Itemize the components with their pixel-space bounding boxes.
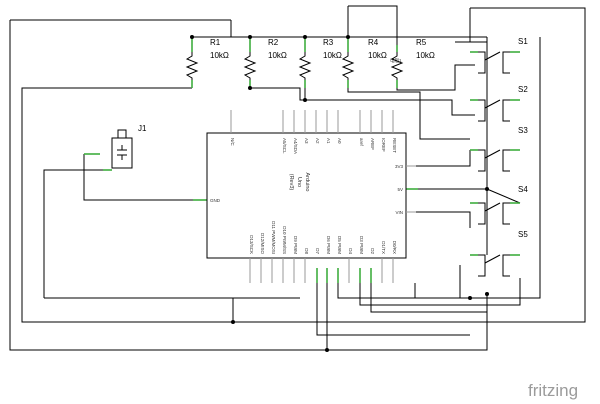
connector-label: J1 xyxy=(138,124,147,133)
resistor-value: 10kΩ xyxy=(323,51,342,60)
resistor-ref: R4 xyxy=(368,38,379,47)
switch-label: S5 xyxy=(518,230,528,239)
switch-label: S2 xyxy=(518,85,528,94)
resistor-value: 10kΩ xyxy=(368,51,387,60)
resistor-r5: R5 10kΩ xyxy=(390,38,435,80)
pin-label: A1 xyxy=(326,138,331,144)
pin-label: 5V xyxy=(397,187,403,192)
switch-s2: S2 xyxy=(478,85,528,122)
pin-label: D5 PWM xyxy=(337,236,342,254)
pin-label: D8 xyxy=(304,248,309,254)
fritzing-logo: fritzing xyxy=(528,381,578,400)
pin-label: D12/MISO xyxy=(260,233,265,255)
pin-label: D1/TX xyxy=(381,241,386,254)
pin-label: D11 PWM/MOSI xyxy=(271,221,276,254)
pin-label: N/C xyxy=(230,138,235,147)
resistor-ref: R2 xyxy=(268,38,279,47)
pin-label: RESET xyxy=(392,138,397,153)
arduino-rev: (Rev3) xyxy=(288,174,294,191)
arduino-model: Uno xyxy=(296,177,302,187)
pin-label: IOREF xyxy=(381,138,386,152)
arduino-right-pins: 3V3 5V VIN xyxy=(395,164,416,215)
resistor-ref: R5 xyxy=(416,38,427,47)
pin-label: D0/RX xyxy=(392,241,397,254)
junction-dots xyxy=(190,35,489,352)
resistor-r1: R1 10kΩ xyxy=(185,38,229,80)
pin-label: A0 xyxy=(337,138,342,144)
switch-s1: S1 xyxy=(478,37,528,74)
pin-label: AREF xyxy=(370,138,375,150)
resistor-r3: R3 10kΩ xyxy=(298,38,342,80)
pin-label: aref xyxy=(359,138,364,147)
resistor-value: 10kΩ xyxy=(210,51,229,60)
pin-label: D4 xyxy=(348,248,353,254)
pin-label: 3V3 xyxy=(395,164,404,169)
pin-label: D3 PWM xyxy=(359,236,364,254)
switch-label: S1 xyxy=(518,37,528,46)
switch-s3: S3 xyxy=(478,126,528,172)
resistor-ref: R1 xyxy=(210,38,221,47)
pin-label: A4/SDA xyxy=(293,138,298,154)
pin-label: D2 xyxy=(370,248,375,254)
pin-label: D9 PWM xyxy=(293,236,298,254)
pin-label: D13/SCK xyxy=(249,235,254,254)
switch-label: S4 xyxy=(518,185,528,194)
switch-s5: S5 xyxy=(478,230,528,277)
arduino-left-pins: GND xyxy=(210,198,221,203)
pin-label: A2 xyxy=(315,138,320,144)
resistor-value: 10kΩ xyxy=(268,51,287,60)
resistor-ref: R3 xyxy=(323,38,334,47)
connector-j1: J1 xyxy=(111,124,147,169)
resistor-value: 10kΩ xyxy=(416,51,435,60)
pin-label: D6 PWM xyxy=(326,236,331,254)
pin-label: A5/SCL xyxy=(282,138,287,154)
pin-label: VIN xyxy=(395,210,403,215)
pin-label: GND xyxy=(210,198,221,203)
arduino-bottom-pins: D13/SCK D12/MISO D11 PWM/MOSI D10 PWM/SS… xyxy=(249,221,397,283)
pin-label: D7 xyxy=(315,248,320,254)
pin-label: D10 PWM/SS xyxy=(282,226,287,254)
arduino-board: Arduino Uno (Rev3) xyxy=(206,132,407,259)
switch-label: S3 xyxy=(518,126,528,135)
pin-label: A3 xyxy=(304,138,309,144)
resistor-r2: R2 10kΩ xyxy=(243,38,287,80)
arduino-top-pins: N/C A5/SCL A4/SDA A3 A2 A1 A0 aref AREF … xyxy=(230,110,397,154)
switch-s4: S4 xyxy=(478,185,528,225)
arduino-name: Arduino xyxy=(304,173,310,192)
logo-text: fritzing xyxy=(528,381,578,400)
wires xyxy=(9,5,586,351)
